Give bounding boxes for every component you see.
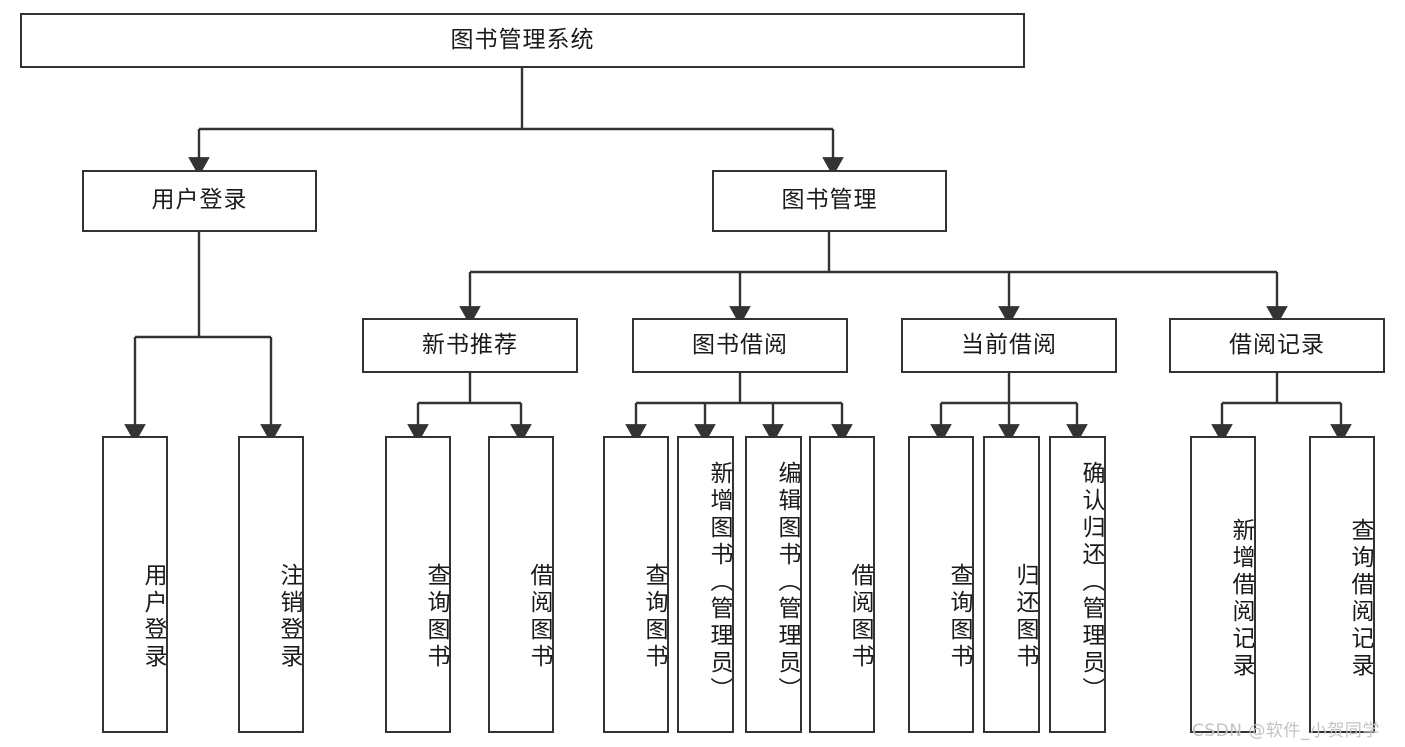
node-leaf-user-login-label: 用户登录 [140, 562, 166, 671]
node-leaf-add-record[interactable]: 新增借阅记录 [1190, 436, 1256, 733]
node-leaf-add-book[interactable]: 新增图书（管理员） [677, 436, 734, 733]
node-leaf-user-logout-label: 注销登录 [276, 562, 302, 671]
node-leaf-query-book-2-label: 查询图书 [641, 562, 667, 671]
node-leaf-return-book-label: 归还图书 [1012, 562, 1038, 671]
node-book-mgmt-label: 图书管理 [781, 187, 878, 214]
node-new-book-rec[interactable]: 新书推荐 [362, 318, 578, 373]
node-root[interactable]: 图书管理系统 [20, 13, 1025, 68]
node-leaf-confirm-return[interactable]: 确认归还（管理员） [1049, 436, 1106, 733]
node-current-borrow[interactable]: 当前借阅 [901, 318, 1117, 373]
node-leaf-borrow-book-2-label: 借阅图书 [847, 562, 873, 671]
node-current-borrow-label: 当前借阅 [961, 331, 1057, 358]
node-borrow-record[interactable]: 借阅记录 [1169, 318, 1385, 373]
node-leaf-edit-book-label: 编辑图书（管理员） [774, 461, 800, 704]
node-leaf-add-book-label: 新增图书（管理员） [706, 461, 732, 704]
node-leaf-query-book-3-label: 查询图书 [946, 562, 972, 671]
node-user-login-label: 用户登录 [151, 187, 248, 214]
node-leaf-query-book-1[interactable]: 查询图书 [385, 436, 451, 733]
node-book-borrow[interactable]: 图书借阅 [632, 318, 848, 373]
node-leaf-edit-book[interactable]: 编辑图书（管理员） [745, 436, 802, 733]
node-leaf-query-book-2[interactable]: 查询图书 [603, 436, 669, 733]
node-root-label: 图书管理系统 [450, 26, 595, 53]
node-book-borrow-label: 图书借阅 [692, 331, 788, 358]
node-leaf-add-record-label: 新增借阅记录 [1228, 517, 1254, 680]
node-leaf-borrow-book-2[interactable]: 借阅图书 [809, 436, 875, 733]
node-borrow-record-label: 借阅记录 [1229, 331, 1325, 358]
node-leaf-user-login[interactable]: 用户登录 [102, 436, 168, 733]
node-leaf-query-record-label: 查询借阅记录 [1347, 517, 1373, 680]
watermark-text: CSDN @软件_小贺同学 [1192, 721, 1380, 741]
node-leaf-borrow-book-1[interactable]: 借阅图书 [488, 436, 554, 733]
node-leaf-query-book-1-label: 查询图书 [423, 562, 449, 671]
node-leaf-query-book-3[interactable]: 查询图书 [908, 436, 974, 733]
node-leaf-borrow-book-1-label: 借阅图书 [526, 562, 552, 671]
node-leaf-confirm-return-label: 确认归还（管理员） [1078, 461, 1104, 704]
node-leaf-return-book[interactable]: 归还图书 [983, 436, 1040, 733]
node-new-book-rec-label: 新书推荐 [422, 331, 518, 358]
node-book-mgmt[interactable]: 图书管理 [712, 170, 947, 232]
node-leaf-query-record[interactable]: 查询借阅记录 [1309, 436, 1375, 733]
node-leaf-user-logout[interactable]: 注销登录 [238, 436, 304, 733]
node-user-login[interactable]: 用户登录 [82, 170, 317, 232]
